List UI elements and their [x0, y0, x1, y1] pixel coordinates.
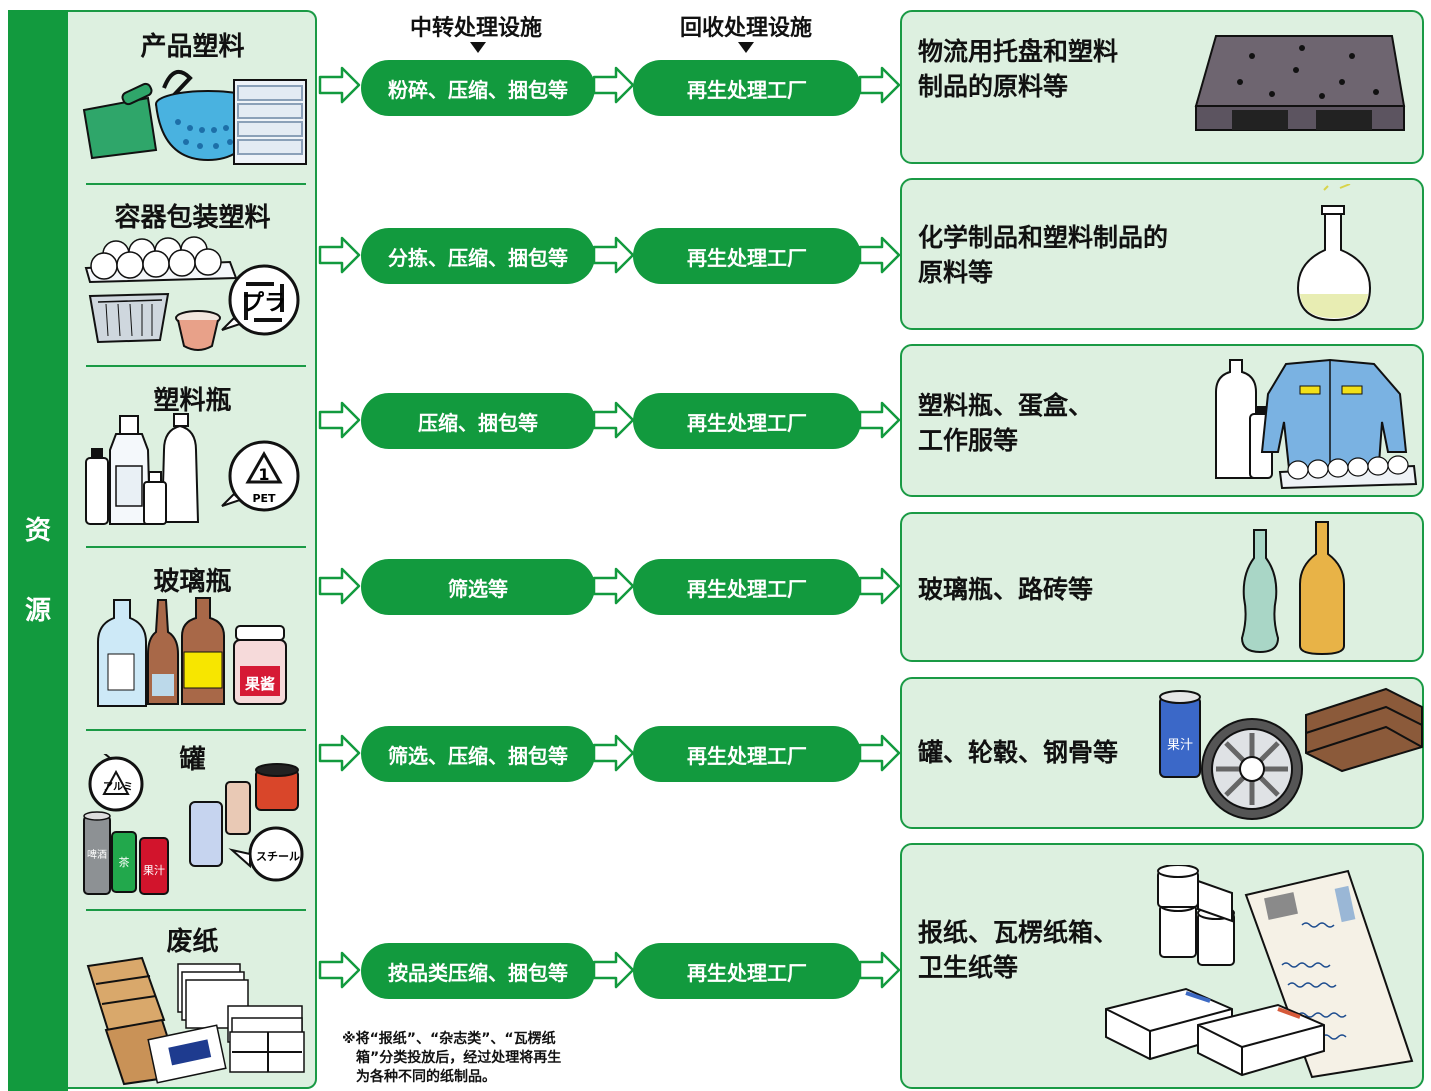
recycled-glass-bottles-illustration: [1240, 521, 1345, 656]
jam-jar-label: 果酱: [244, 675, 275, 693]
output-box-pet-products: 塑料瓶、蛋盒、 工作服等: [900, 344, 1424, 497]
output-box-chemical: 化学制品和塑料制品的 原料等: [900, 178, 1424, 330]
process-pill: 压缩、捆包等: [361, 393, 595, 449]
steel-symbol-text: スチール: [256, 850, 300, 863]
output-line: 制品的原料等: [918, 72, 1069, 101]
header-transfer-facility: 中转处理设施: [409, 16, 542, 41]
output-text: 化学制品和塑料制品的 原料等: [918, 220, 1168, 290]
category-packaging-plastic: 容器包装塑料: [114, 203, 271, 233]
flow-arrow-icon: [858, 951, 901, 989]
flow-arrow-icon: [318, 734, 361, 772]
output-text: 报纸、瓦楞纸箱、 卫生纸等: [918, 915, 1118, 985]
output-text: 罐、轮毂、钢骨等: [918, 735, 1118, 770]
output-box-pallet: 物流用托盘和塑料 制品的原料等: [900, 10, 1424, 164]
resource-side-bar: 资 源: [8, 10, 68, 1091]
output-box-glass: 玻璃瓶、路砖等: [900, 512, 1424, 662]
flow-arrow-icon: [858, 401, 901, 439]
facility-pill: 再生处理工厂: [633, 559, 861, 615]
category-pet-bottle: 塑料瓶: [153, 386, 232, 416]
category-product-plastic: 产品塑料: [140, 32, 245, 62]
paper-footnote: ※将“报纸”、“杂志类”、“瓦楞纸 箱”分类投放后，经过处理将再生 为各种不同的…: [342, 1030, 642, 1087]
footnote-line: ※将“报纸”、“杂志类”、“瓦楞纸: [342, 1031, 556, 1047]
pet-symbol-number: 1: [258, 465, 269, 484]
pet-symbol-text: PET: [252, 492, 276, 505]
process-pill: 分拣、压缩、捆包等: [361, 228, 595, 284]
product-plastic-illustration: [82, 69, 307, 165]
flow-arrow-icon: [592, 734, 635, 772]
process-pill: 筛选等: [361, 559, 595, 615]
flow-arrow-icon: [318, 951, 361, 989]
process-pill: 粉碎、压缩、捆包等: [361, 60, 595, 116]
output-box-paper: 报纸、瓦楞纸箱、 卫生纸等: [900, 843, 1424, 1089]
output-text: 玻璃瓶、路砖等: [918, 572, 1093, 607]
recycled-pet-products-illustration: [1215, 358, 1418, 490]
pet-bottles-illustration: 1 PET: [85, 413, 300, 525]
juice-can-label: 果汁: [1167, 738, 1193, 753]
flow-arrow-icon: [318, 66, 361, 104]
can-label-beer: 啤酒: [87, 849, 107, 861]
header-down-arrow-icon: [738, 42, 754, 53]
output-line: 物流用托盘和塑料: [918, 37, 1119, 66]
category-separator: [86, 183, 306, 185]
output-text: 塑料瓶、蛋盒、 工作服等: [918, 388, 1093, 458]
recycled-paper-products-illustration: [1105, 865, 1414, 1079]
facility-pill: 再生处理工厂: [633, 726, 861, 782]
can-label-tea: 茶: [119, 856, 130, 869]
category-glass-bottle: 玻璃瓶: [153, 567, 232, 597]
facility-pill: 再生处理工厂: [633, 228, 861, 284]
flow-arrow-icon: [592, 951, 635, 989]
flask-illustration: [1296, 184, 1372, 322]
flow-arrow-icon: [858, 236, 901, 274]
output-line: 卫生纸等: [918, 953, 1019, 982]
pallet-illustration: [1194, 35, 1406, 131]
side-label-char-1: 资: [24, 516, 51, 546]
header-recycle-facility: 回收处理设施: [679, 16, 812, 41]
packaging-plastic-illustration: プラ: [84, 236, 300, 351]
category-cans: 罐: [179, 745, 206, 775]
recycled-metal-products-illustration: 果汁: [1159, 687, 1423, 820]
flow-arrow-icon: [858, 66, 901, 104]
output-line: 塑料瓶、蛋盒、: [918, 391, 1094, 420]
output-line: 工作服等: [918, 426, 1019, 455]
process-pill: 筛选、压缩、捆包等: [361, 726, 595, 782]
header-down-arrow-icon: [470, 42, 486, 53]
category-separator: [86, 909, 306, 911]
output-line: 玻璃瓶、路砖等: [918, 575, 1094, 604]
output-line: 原料等: [918, 258, 994, 287]
facility-pill: 再生处理工厂: [633, 943, 861, 999]
flow-arrow-icon: [318, 236, 361, 274]
alu-symbol-text: アルミ: [103, 781, 133, 793]
facility-pill: 再生处理工厂: [633, 60, 861, 116]
flow-arrow-icon: [858, 734, 901, 772]
can-label-juice: 果汁: [143, 864, 165, 877]
category-waste-paper: 废纸: [166, 927, 219, 957]
process-pill: 按品类压缩、捆包等: [361, 943, 595, 999]
flow-arrow-icon: [318, 567, 361, 605]
flow-arrow-icon: [318, 401, 361, 439]
output-line: 化学制品和塑料制品的: [918, 223, 1169, 252]
waste-paper-illustration: [86, 956, 305, 1086]
output-box-metal: 罐、轮毂、钢骨等 果汁: [900, 677, 1424, 829]
category-separator: [86, 546, 306, 548]
output-text: 物流用托盘和塑料 制品的原料等: [918, 34, 1118, 104]
output-line: 报纸、瓦楞纸箱、: [918, 918, 1119, 947]
flow-arrow-icon: [592, 401, 635, 439]
pla-symbol-text: プラ: [242, 291, 286, 316]
footnote-line: 为各种不同的纸制品。: [356, 1069, 496, 1085]
side-label-char-2: 源: [24, 596, 51, 626]
flow-arrow-icon: [592, 236, 635, 274]
flow-arrow-icon: [592, 567, 635, 605]
cans-illustration: アルミ 啤酒 茶 果汁 スチール: [83, 754, 304, 895]
flow-arrow-icon: [858, 567, 901, 605]
glass-bottles-illustration: 果酱: [97, 597, 287, 707]
output-line: 罐、轮毂、钢骨等: [918, 738, 1119, 767]
footnote-line: 箱”分类投放后，经过处理将再生: [356, 1050, 562, 1066]
flow-arrow-icon: [592, 66, 635, 104]
category-separator: [86, 729, 306, 731]
category-separator: [86, 365, 306, 367]
facility-pill: 再生处理工厂: [633, 393, 861, 449]
